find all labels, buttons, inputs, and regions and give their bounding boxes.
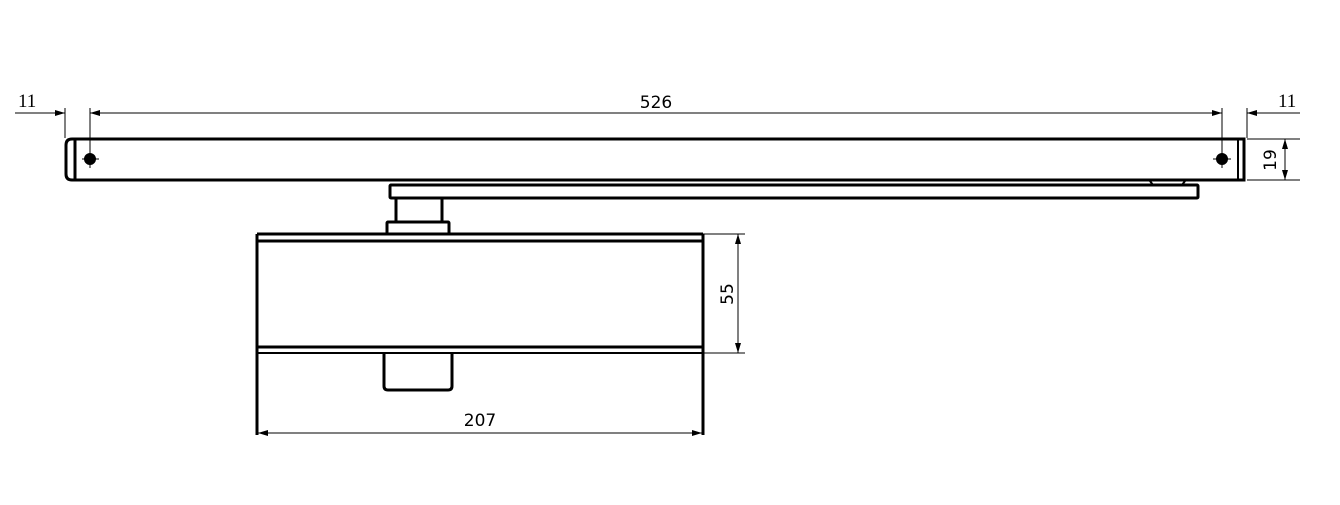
spindle <box>385 196 451 236</box>
closer-body <box>255 232 705 435</box>
arm <box>388 180 1200 200</box>
dim-rail-height: 19 <box>1261 149 1281 171</box>
body-length-dimension: 207 <box>258 411 702 436</box>
dim-body-length: 207 <box>464 411 496 431</box>
screw-hole-left <box>82 153 99 165</box>
dim-overall-length: 526 <box>640 93 672 113</box>
top-dimension: 11 526 11 <box>15 91 1300 168</box>
dim-body-height: 55 <box>718 283 738 305</box>
rail-height-dimension: 19 <box>1247 138 1300 181</box>
screw-hole-right <box>1213 153 1231 165</box>
body-height-dimension: 55 <box>703 233 745 354</box>
valve-tab <box>382 353 454 392</box>
slide-rail <box>64 137 1246 182</box>
dim-right-offset: 11 <box>1278 91 1296 112</box>
dim-left-offset: 11 <box>18 91 36 112</box>
